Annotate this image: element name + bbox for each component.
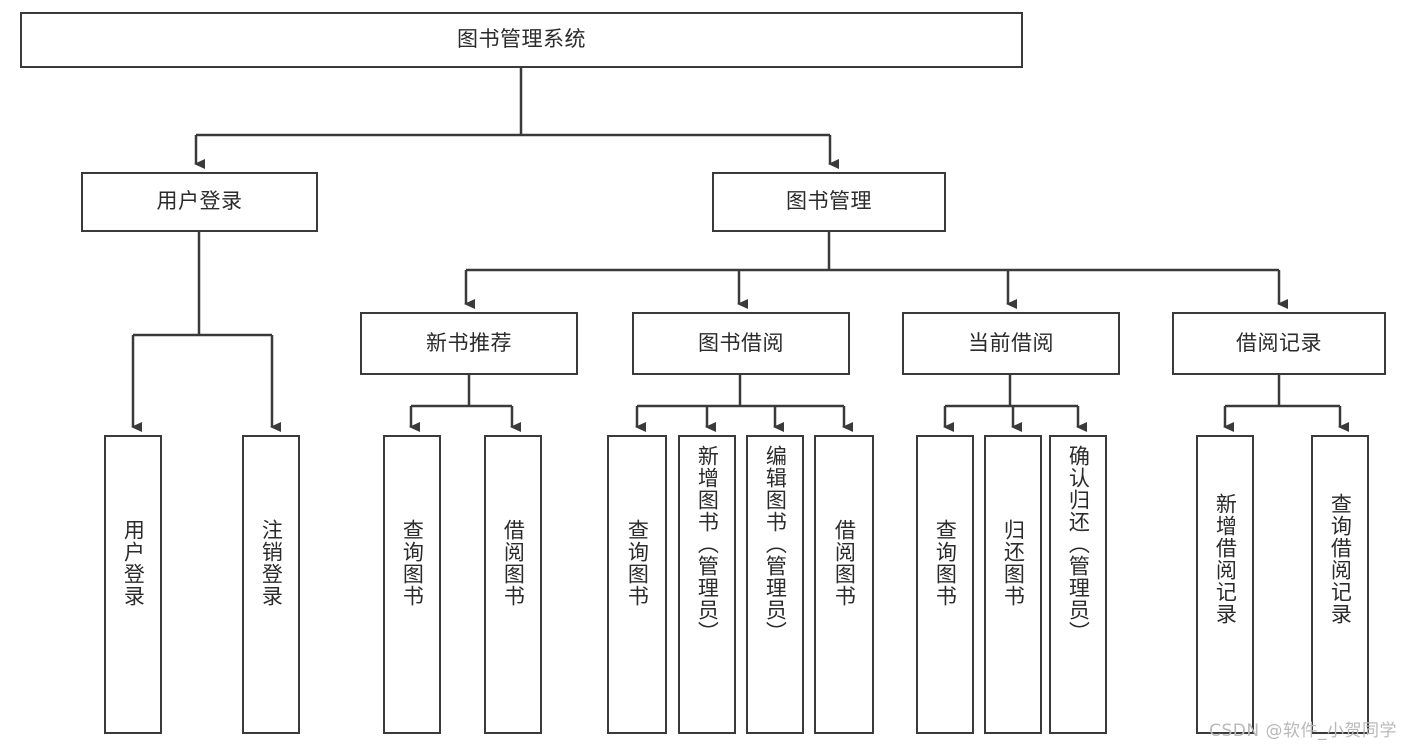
node-user-login[interactable]: 用户登录 (81, 172, 318, 232)
leaf-record-add-record[interactable]: 新增借阅记录 (1196, 435, 1254, 734)
node-label: 编辑图书（管理员） (763, 445, 788, 643)
node-label: 当前借阅 (968, 330, 1054, 355)
node-label: 归还图书 (1001, 519, 1026, 607)
node-label: 用户登录 (156, 189, 243, 214)
leaf-current-query-book[interactable]: 查询图书 (916, 435, 974, 734)
node-book-borrow[interactable]: 图书借阅 (632, 312, 850, 375)
node-label: 图书管理 (786, 189, 872, 214)
leaf-current-return-book[interactable]: 归还图书 (984, 435, 1042, 734)
csdn-watermark: CSDN @软件_小贺同学 (1209, 721, 1397, 741)
node-label: 查询图书 (933, 519, 958, 607)
node-label: 注销登录 (259, 519, 284, 607)
node-label: 借阅图书 (832, 519, 857, 607)
node-label: 新书推荐 (426, 330, 512, 355)
leaf-recommend-borrow-book[interactable]: 借阅图书 (484, 435, 542, 734)
leaf-current-confirm-return-admin[interactable]: 确认归还（管理员） (1049, 435, 1107, 734)
leaf-borrow-add-book-admin[interactable]: 新增图书（管理员） (678, 435, 736, 734)
node-current-borrow[interactable]: 当前借阅 (902, 312, 1120, 375)
node-borrow-record[interactable]: 借阅记录 (1172, 312, 1386, 375)
leaf-borrow-edit-book-admin[interactable]: 编辑图书（管理员） (746, 435, 804, 734)
leaf-user-logout[interactable]: 注销登录 (242, 435, 300, 734)
node-label: 确认归还（管理员） (1066, 445, 1091, 643)
node-label: 借阅记录 (1236, 330, 1322, 355)
node-label: 借阅图书 (501, 519, 526, 607)
node-root-system[interactable]: 图书管理系统 (20, 12, 1023, 68)
node-label: 用户登录 (121, 519, 146, 607)
node-label: 新增图书（管理员） (695, 445, 720, 643)
leaf-borrow-borrow-book[interactable]: 借阅图书 (814, 435, 874, 734)
node-label: 图书借阅 (698, 330, 784, 355)
leaf-record-query-record[interactable]: 查询借阅记录 (1311, 435, 1369, 734)
node-label: 查询图书 (400, 519, 425, 607)
node-label: 查询图书 (625, 519, 650, 607)
leaf-recommend-query-book[interactable]: 查询图书 (383, 435, 441, 734)
node-label: 图书管理系统 (457, 27, 586, 52)
node-label: 新增借阅记录 (1213, 493, 1238, 625)
node-label: 查询借阅记录 (1328, 493, 1353, 625)
leaf-user-login[interactable]: 用户登录 (104, 435, 162, 734)
leaf-borrow-query-book[interactable]: 查询图书 (607, 435, 667, 734)
node-book-manage[interactable]: 图书管理 (712, 172, 946, 232)
node-new-book-recommend[interactable]: 新书推荐 (360, 312, 578, 375)
